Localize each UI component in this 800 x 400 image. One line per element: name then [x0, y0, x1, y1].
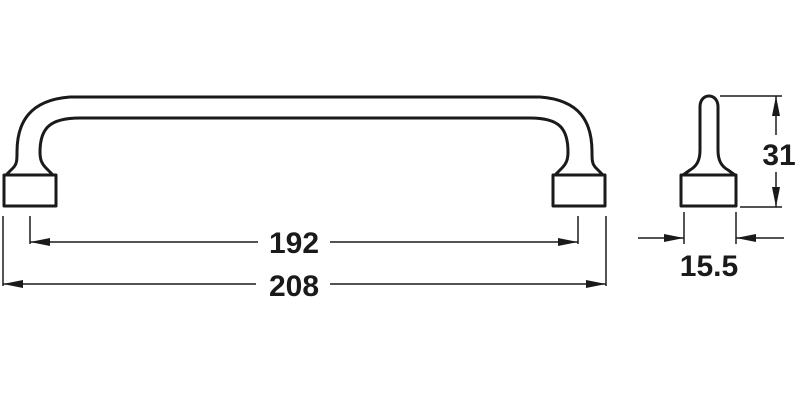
dim-192-label: 192	[269, 227, 319, 260]
side-stem-outline	[682, 94, 736, 177]
dim-208-label: 208	[269, 270, 319, 303]
handle-inner-outline	[38, 116, 570, 177]
right-foot	[551, 173, 607, 208]
left-foot	[2, 173, 58, 208]
side-foot	[679, 173, 738, 208]
handle-outer-outline	[4, 95, 605, 177]
front-view	[2, 95, 607, 208]
front-view-dimensions	[2, 216, 607, 288]
dim-15-5-label: 15.5	[680, 250, 738, 283]
side-view	[679, 94, 738, 208]
side-view-dimensions	[638, 95, 784, 244]
dim-31-label: 31	[762, 139, 795, 172]
